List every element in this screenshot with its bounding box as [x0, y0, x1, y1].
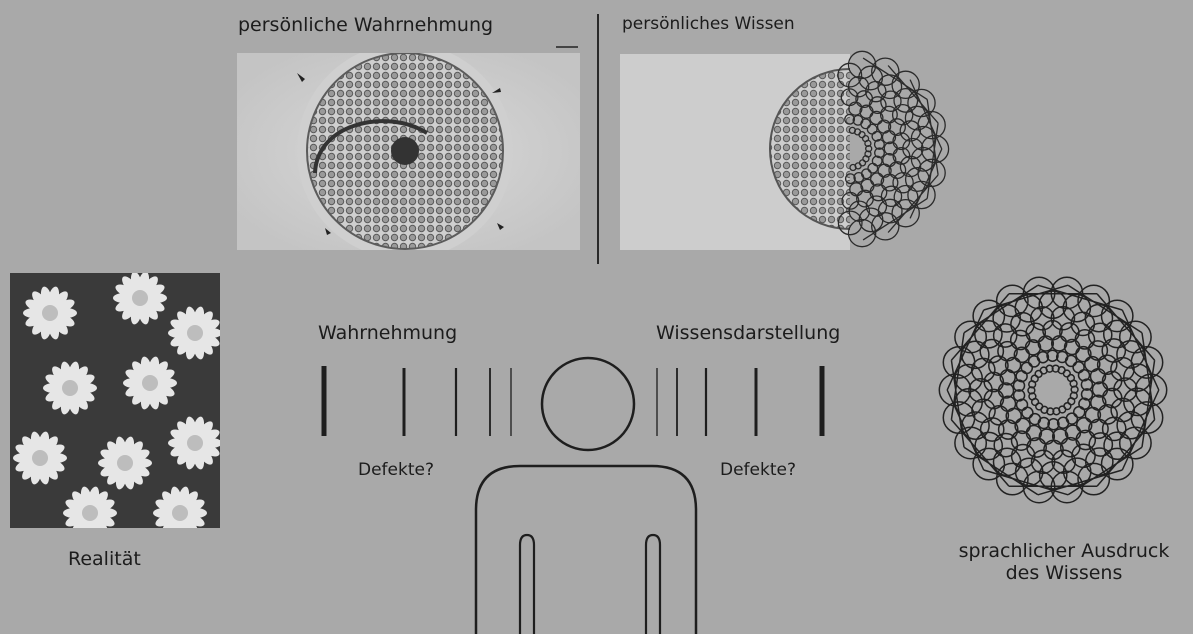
person-arm-left: [520, 535, 534, 634]
pattern-circle: [861, 119, 871, 129]
defects-right-label: Defekte?: [720, 460, 796, 480]
small-dash: [556, 46, 578, 48]
reality-label: Realität: [68, 548, 141, 570]
perception-title: persönliche Wahrnehmung: [238, 14, 493, 36]
pattern-circle: [1111, 398, 1134, 421]
defects-left-label: Defekte?: [358, 460, 434, 480]
language-label-line1: sprachlicher Ausdruck: [940, 540, 1188, 562]
pattern-circle: [859, 132, 865, 138]
person-head: [542, 358, 634, 450]
person-arm-right: [646, 535, 660, 634]
pattern-circle: [972, 399, 995, 422]
pattern-circle: [972, 358, 995, 381]
pattern-circle: [1074, 407, 1085, 418]
language-expression-label: sprachlicher Ausdruck des Wissens: [940, 540, 1188, 584]
pattern-circle: [1026, 323, 1045, 342]
pattern-circle: [1021, 362, 1032, 373]
reality-photo: [10, 273, 220, 528]
language-label-line2: des Wissens: [940, 562, 1188, 584]
pattern-circle: [1066, 355, 1077, 366]
pattern-circle: [868, 163, 878, 173]
pattern-circle: [1029, 414, 1040, 425]
pattern-circle: [1022, 407, 1033, 418]
language-expression-figure: [928, 262, 1178, 522]
pattern-circle: [1061, 438, 1080, 457]
knowledge-photo: [620, 44, 960, 254]
pattern-circle: [900, 156, 920, 176]
divider-line: [597, 14, 599, 264]
pattern-circle: [1073, 362, 1084, 373]
knowledge-title: persönliches Wissen: [622, 14, 795, 34]
person-body: [476, 466, 696, 634]
pattern-circle: [870, 184, 887, 201]
pattern-circle: [1111, 358, 1134, 381]
perception-label: Wahrnehmung: [318, 322, 457, 344]
pattern-circle: [857, 190, 874, 207]
knowledge-representation-label: Wissensdarstellung: [656, 322, 840, 344]
pattern-circle: [850, 183, 863, 196]
pattern-circle: [867, 124, 877, 134]
pattern-circle: [900, 121, 920, 141]
perception-photo: [237, 53, 580, 250]
pattern-circle: [906, 168, 930, 192]
